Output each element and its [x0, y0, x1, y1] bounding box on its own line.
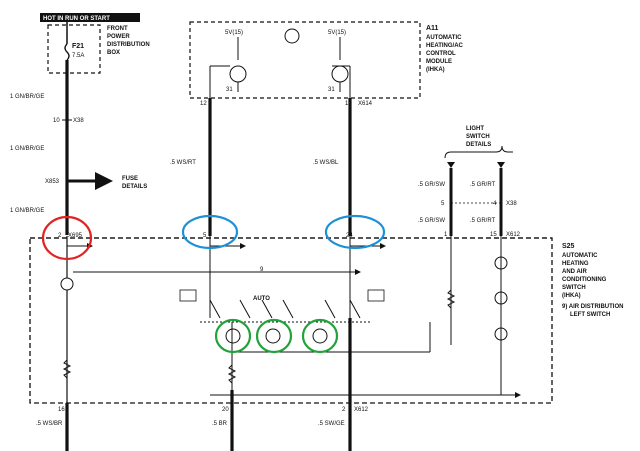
fuse-id: F21: [72, 43, 84, 50]
module-label-4: MODULE: [426, 59, 452, 65]
bottom-conn-x612: X612: [354, 407, 369, 413]
fuse-box: F21 7.5A FRONT POWER DISTRIBUTION BOX: [47, 22, 150, 74]
switch-levers: [200, 299, 431, 390]
fuse-box-label-4: BOX: [107, 50, 120, 56]
wire-gr-rt-bot: .5 GR/RT: [470, 218, 496, 224]
light-switch: LIGHT SWITCH DETAILS .5 GR/SW .5 GR/RT 5…: [418, 126, 521, 238]
module-id: A11: [426, 25, 439, 32]
s25-label-2: HEATING: [562, 261, 589, 267]
auto-label: AUTO: [253, 296, 270, 302]
led-indicator-1-icon: [225, 328, 241, 344]
ls-pin-15: 15: [490, 232, 497, 238]
s25-label-3: AND AIR: [562, 269, 587, 275]
module-label-5: (IHKA): [426, 67, 445, 73]
air-face-icon-left: [179, 289, 197, 302]
light-switch-title-3: DETAILS: [466, 142, 491, 148]
line-9: 9: [260, 267, 264, 273]
led-indicator-2-icon: [265, 328, 281, 344]
pin-2-left: 2: [58, 233, 62, 239]
s25-id: S25: [562, 243, 575, 250]
transistor-left-icon: [229, 65, 247, 83]
conn-x38-left: X38: [73, 118, 84, 124]
s25-resistor-right-icon: [446, 289, 456, 309]
fuse-rating: 7.5A: [72, 53, 84, 59]
fuse-details-1: FUSE: [122, 176, 138, 182]
air-face-icon-right: [367, 289, 385, 302]
module-label-3: CONTROL: [426, 51, 456, 57]
wire-ws-bl: .5 WS/BL: [313, 160, 339, 166]
bottom-pin-16: 16: [58, 407, 65, 413]
module-label-2: HEATING/AC: [426, 43, 464, 49]
fuse-box-label-1: FRONT: [107, 26, 128, 32]
left-wire-label-2: 1 GN/BR/GE: [10, 146, 44, 152]
wire-sw-ge: .5 SW/GE: [318, 421, 345, 427]
blue-highlight-circle-right: [324, 214, 386, 250]
ls-pin-4: 4: [493, 201, 497, 207]
left-wire: 1 GN/BR/GE 10 X38 1 GN/BR/GE X853 FUSE D…: [10, 60, 147, 239]
s25-label-6: (IHKA): [562, 293, 581, 299]
bottom-wires: 16 20 2 X612 .5 WS/BR .5 BR .5 SW/GE: [36, 318, 369, 451]
wire-gr-sw-bot: .5 GR/SW: [418, 218, 445, 224]
fuse-box-label-3: DISTRIBUTION: [107, 42, 150, 48]
fuse-details-2: DETAILS: [122, 184, 147, 190]
module-conn-x614: X614: [358, 101, 373, 107]
green-highlight-circle-3: [301, 318, 339, 354]
ls-conn-x612: X612: [506, 232, 521, 238]
switch-s25: S25 AUTOMATIC HEATING AND AIR CONDITIONI…: [29, 236, 623, 404]
ls-pin-1: 1: [444, 232, 448, 238]
s25-note-2: LEFT SWITCH: [570, 312, 610, 318]
transistor-right-icon: [331, 65, 349, 83]
s25-contact-icon: [60, 277, 74, 291]
green-highlight-circle-1: [214, 318, 252, 354]
module-right-supply: 5V(15): [328, 30, 346, 36]
wire-gr-sw-top: .5 GR/SW: [418, 182, 445, 188]
led-right-3-icon: [494, 327, 508, 341]
pin-10: 10: [53, 118, 60, 124]
s25-note-1: 9) AIR DISTRIBUTION: [562, 304, 623, 310]
pin-5-mid: 5: [203, 233, 207, 239]
ls-pin-5: 5: [441, 201, 445, 207]
ls-conn-x38: X38: [506, 201, 517, 207]
red-highlight-circle: [41, 215, 93, 261]
s25-resistor-left-icon: [62, 359, 72, 379]
bottom-pin-20: 20: [222, 407, 229, 413]
wire-gr-rt-top: .5 GR/RT: [470, 182, 496, 188]
s25-label-1: AUTOMATIC: [562, 253, 598, 259]
wire-ws-rt: .5 WS/RT: [170, 160, 196, 166]
hot-in-run-text: HOT IN RUN OR START: [43, 16, 110, 22]
led-right-2-icon: [494, 291, 508, 305]
left-wire-label-3: 1 GN/BR/GE: [10, 208, 44, 214]
s25-label-4: CONDITIONING: [562, 277, 607, 283]
wire-ws-br: .5 WS/BR: [36, 421, 63, 427]
led-indicator-3-icon: [312, 328, 328, 344]
bottom-pin-2: 2: [342, 407, 346, 413]
module-a11: 5V(15) 5V(15) 31 31 A11 AUTOMATIC HEATIN…: [189, 21, 464, 107]
wire-br: .5 BR: [212, 421, 228, 427]
module-symbol-icon: [284, 28, 300, 44]
fuse-symbol: [64, 43, 70, 61]
conn-x695: X695: [68, 233, 83, 239]
green-highlight-circle-2: [255, 318, 293, 354]
s25-resistor-mid-icon: [227, 364, 237, 384]
module-pin-12: 12: [200, 101, 207, 107]
module-left-ground: 31: [226, 87, 233, 93]
hot-in-run-label: HOT IN RUN OR START: [40, 13, 140, 22]
left-wire-label-1: 1 GN/BR/GE: [10, 94, 44, 100]
highlights: [41, 214, 386, 354]
light-switch-title-1: LIGHT: [466, 126, 484, 132]
module-left-supply: 5V(15): [225, 30, 243, 36]
middle-wires: .5 WS/RT .5 WS/BL 5 24: [170, 98, 353, 239]
splice-x853: X853: [45, 179, 60, 185]
fuse-box-label-2: POWER: [107, 34, 130, 40]
light-switch-title-2: SWITCH: [466, 134, 490, 140]
led-right-1-icon: [494, 256, 508, 270]
blue-highlight-circle-left: [181, 214, 239, 250]
module-label-1: AUTOMATIC: [426, 35, 462, 41]
s25-label-5: SWITCH: [562, 285, 586, 291]
module-right-ground: 31: [328, 87, 335, 93]
